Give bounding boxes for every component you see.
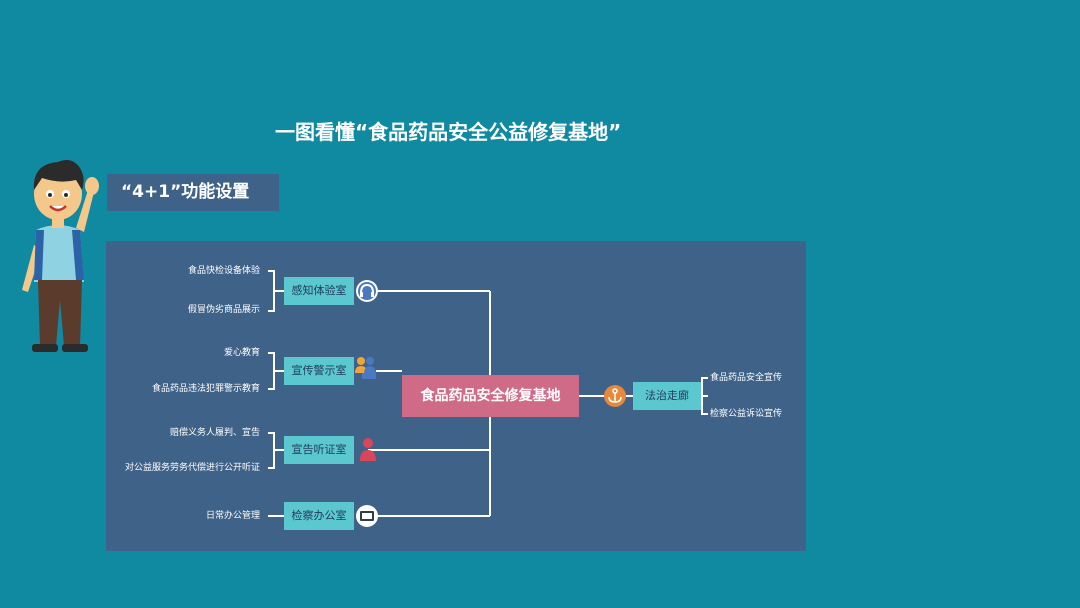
corridor-node: 法治走廊 [633, 382, 701, 410]
monitor-icon [356, 505, 378, 527]
headset-icon [356, 280, 378, 302]
leaf-item: 食品药品违法犯罪警示教育 [151, 384, 260, 394]
person-icon [360, 438, 376, 461]
subtitle-text: “4+1”功能设置 [121, 182, 250, 202]
mind-map-panel: 食品快检设备体验 假冒伪劣商品展示 感知体验室 爱心教育 食品药品违法犯罪警示教… [106, 241, 806, 551]
leaf-item: 检察公益诉讼宣传 [710, 409, 783, 419]
anchor-icon [604, 385, 626, 407]
room-node-office: 检察办公室 [284, 502, 354, 530]
corridor-label: 法治走廊 [645, 389, 689, 402]
subtitle-box: “4+1”功能设置 [107, 174, 279, 211]
leaf-item: 赔偿义务人履判、宣告 [169, 428, 260, 438]
leaf-item: 对公益服务劳务代偿进行公开听证 [124, 463, 260, 473]
leaf-item: 爱心教育 [223, 348, 260, 358]
leaf-item: 食品快检设备体验 [187, 266, 260, 276]
room-node-perception: 感知体验室 [284, 277, 354, 305]
center-node: 食品药品安全修复基地 [402, 375, 579, 417]
center-label: 食品药品安全修复基地 [420, 388, 561, 404]
leaf-item: 日常办公管理 [205, 511, 260, 521]
room-node-hearing: 宣告听证室 [284, 436, 354, 464]
leaf-item: 食品药品安全宣传 [710, 373, 783, 383]
room-node-warning: 宣传警示室 [284, 357, 354, 385]
room-label: 检察办公室 [291, 509, 347, 522]
page-title: 一图看懂“食品药品安全公益修复基地” [275, 120, 622, 144]
leaf-item: 假冒伪劣商品展示 [187, 305, 260, 315]
room-label: 宣告听证室 [291, 443, 347, 456]
room-label: 宣传警示室 [291, 364, 347, 377]
people-icon [355, 357, 376, 379]
cartoon-man-icon [22, 160, 99, 352]
room-label: 感知体验室 [291, 284, 347, 297]
